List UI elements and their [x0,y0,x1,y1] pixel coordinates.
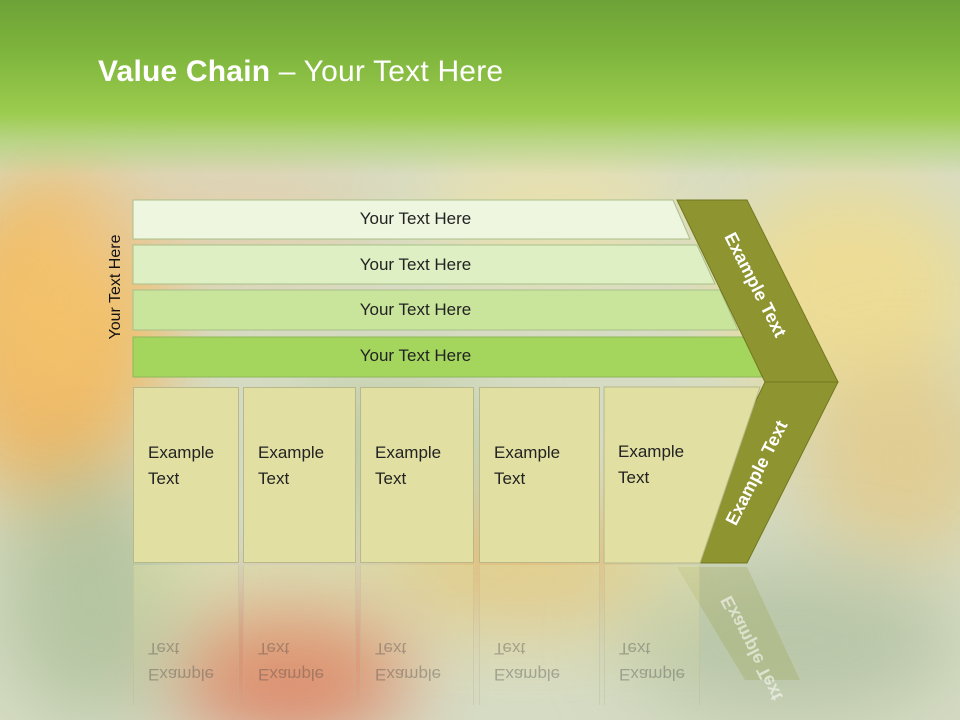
box-2-reflection: Example Text [243,565,356,705]
box-1-reflection: Example Text [133,565,239,705]
title-rest: – Your Text Here [270,55,504,88]
box-2-label: Example Text [258,443,325,488]
bar-4-label: Your Text Here [359,346,472,365]
box-3-label: Example Text [375,443,442,488]
header-band: Value Chain – Your Text Here [0,0,960,175]
bar-2-label: Your Text Here [359,255,472,274]
slide-title: Value Chain – Your Text Here [98,55,503,89]
box-1: Example Text [133,387,239,563]
box-3: Example Text [360,387,474,563]
box-3-reflection-text: Example Text [375,639,442,684]
title-bold: Value Chain [98,55,271,88]
box-1-label: Example Text [148,443,215,488]
bar-1-label: Your Text Here [359,209,472,228]
box-1-reflection-text: Example Text [148,639,215,684]
bar-2-shape [132,244,716,285]
bar-3-label: Your Text Here [359,300,472,319]
box-4-label: Example Text [494,443,561,488]
box-2: Example Text [243,387,356,563]
box-5-reflection-text: Example Text [619,639,686,684]
box-4: Example Text [479,387,600,563]
box-5-shape [603,386,761,564]
box-4-reflection-text: Example Text [494,639,561,684]
bar-4-shape [132,336,763,378]
box-5-label: Example Text [618,442,685,487]
box-4-reflection: Example Text [479,565,600,705]
bar-1-shape [132,199,691,240]
box-2-reflection-text: Example Text [258,639,325,684]
box-5-reflection: Example Text [604,565,700,705]
bar-3-shape [132,289,739,331]
box-3-reflection: Example Text [360,565,474,705]
chevron-bottom-reflection [677,567,800,680]
